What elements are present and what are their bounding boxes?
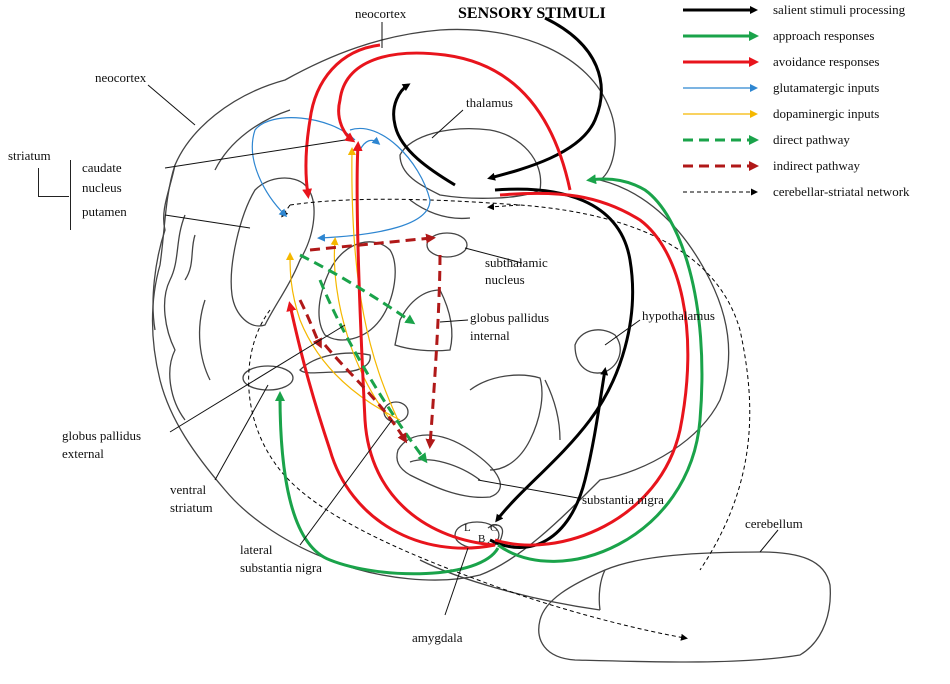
label-striatum: striatum [8, 148, 51, 163]
label-ventral: ventral [170, 482, 207, 497]
legend-item-glutamatergic: glutamatergic inputs [773, 80, 880, 95]
indirect-pathway [298, 233, 442, 449]
label-amygdala-C: C [490, 522, 498, 534]
legend-swatches [683, 6, 759, 196]
label-ventral-striatum: striatum [170, 500, 213, 515]
legend-item-dopaminergic: dopaminergic inputs [773, 106, 880, 121]
approach-pathways [275, 174, 704, 576]
legend-item-salient: salient stimuli processing [773, 2, 906, 17]
legend-item-direct: direct pathway [773, 132, 850, 147]
direct-pathway [299, 253, 428, 464]
label-amygdala-L: L [464, 522, 471, 534]
label-amygdala-B: B [478, 533, 486, 545]
diagram-title: SENSORY STIMULI [458, 5, 606, 22]
label-substantia-nigra: substantia nigra [582, 492, 664, 507]
label-neocortex-left: neocortex [95, 70, 147, 85]
label-amygdala: amygdala [412, 630, 463, 645]
label-cerebellum: cerebellum [745, 516, 803, 531]
label-caudate: caudate [82, 160, 122, 175]
label-gp-internal: globus pallidus [470, 310, 550, 325]
label-putamen: putamen [82, 204, 127, 219]
legend-item-indirect: indirect pathway [773, 158, 860, 173]
label-hypothalamus: hypothalamus [642, 308, 715, 323]
label-lateral-sn: substantia nigra [240, 560, 322, 575]
label-subthalamic-nucleus: nucleus [485, 272, 525, 287]
legend-item-cerebellar: cerebellar-striatal network [773, 184, 910, 199]
salient-stimuli-pathways [392, 16, 635, 549]
legend-item-approach: approach responses [773, 28, 875, 43]
striatum-bracket [70, 160, 71, 230]
label-thalamus: thalamus [466, 95, 513, 110]
label-gp-external: globus pallidus [62, 428, 142, 443]
legend-item-avoidance: avoidance responses [773, 54, 880, 69]
avoidance-pathways [286, 43, 690, 550]
label-nucleus: nucleus [82, 180, 122, 195]
label-gp-internal-2: internal [470, 328, 510, 343]
label-lateral: lateral [240, 542, 273, 557]
label-subthalamic: subthalamic [485, 255, 548, 270]
leader-lines [147, 22, 779, 616]
label-neocortex-top: neocortex [355, 6, 407, 21]
label-gp-external-2: external [62, 446, 104, 461]
brain-outline [151, 28, 831, 663]
striatum-brace [38, 168, 69, 197]
